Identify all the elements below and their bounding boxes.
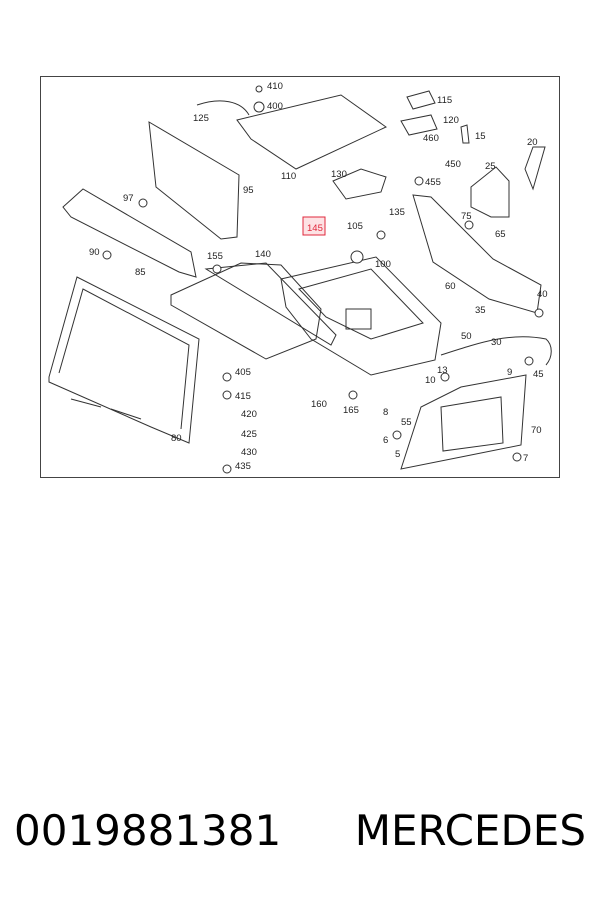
callout-120: 120: [443, 115, 459, 126]
callout-8: 8: [383, 407, 388, 418]
callout-7: 7: [523, 453, 528, 464]
part-20-shape: [524, 146, 546, 191]
callout-405: 405: [235, 367, 251, 378]
callout-110: 110: [281, 171, 296, 182]
part-110-shape: [236, 94, 387, 170]
callout-60: 60: [445, 281, 456, 292]
callout-6: 6: [383, 435, 388, 446]
callout-165: 165: [343, 405, 359, 416]
callout-5: 5: [395, 449, 400, 460]
brand-label: MERCEDES: [354, 805, 586, 855]
callout-15: 15: [475, 131, 486, 142]
callout-130: 130: [331, 169, 347, 180]
callout-70: 70: [531, 425, 542, 436]
callout-55: 55: [401, 417, 412, 428]
callout-125: 125: [193, 113, 209, 124]
part-150-shape: [170, 262, 322, 360]
callout-435: 435: [235, 461, 251, 472]
callout-105: 105: [347, 221, 363, 232]
callout-410: 410: [267, 81, 283, 92]
callout-80: 80: [171, 433, 182, 444]
callout-400: 400: [267, 101, 283, 112]
part-30-shape: [440, 336, 552, 366]
part-80-shape: [48, 276, 200, 444]
callout-420: 420: [241, 409, 257, 420]
callout-145: 145: [307, 223, 323, 234]
callout-85: 85: [135, 267, 146, 278]
callout-415: 415: [235, 391, 251, 402]
part-60-shape: [412, 194, 542, 314]
callout-460: 460: [423, 133, 439, 144]
callout-155: 155: [207, 251, 223, 262]
part-140-shape: [204, 262, 337, 346]
callout-10: 10: [425, 375, 436, 386]
callout-50: 50: [461, 331, 472, 342]
callout-65: 65: [495, 229, 506, 240]
part-130-shape: [332, 168, 387, 200]
callout-425: 425: [241, 429, 257, 440]
callout-100: 100: [375, 259, 391, 270]
callout-40: 40: [537, 289, 548, 300]
callout-95: 95: [243, 185, 254, 196]
callout-140: 140: [255, 249, 271, 260]
highlight-box: [302, 216, 326, 236]
callout-35: 35: [475, 305, 486, 316]
part-100-shape: [280, 256, 442, 376]
part-25-shape: [470, 166, 510, 218]
callout-97: 97: [123, 193, 134, 204]
callout-455: 455: [425, 177, 441, 188]
caption-bar: 0019881381 MERCEDES: [0, 800, 600, 860]
callout-13: 13: [437, 365, 448, 376]
part-85-shape: [62, 188, 197, 278]
callout-430: 430: [241, 447, 257, 458]
callout-20: 20: [527, 137, 538, 148]
callout-45: 45: [533, 369, 544, 380]
callout-450: 450: [445, 159, 461, 170]
callout-160: 160: [311, 399, 327, 410]
part-95-shape: [148, 121, 240, 240]
callout-90: 90: [89, 247, 100, 258]
callout-30: 30: [491, 337, 502, 348]
part-number-label: 0019881381: [14, 805, 282, 855]
callout-75: 75: [461, 211, 472, 222]
callout-25: 25: [485, 161, 496, 172]
callout-115: 115: [437, 95, 452, 106]
callout-9: 9: [507, 367, 512, 378]
part-5-shape: [400, 374, 527, 470]
callout-135: 135: [389, 207, 405, 218]
